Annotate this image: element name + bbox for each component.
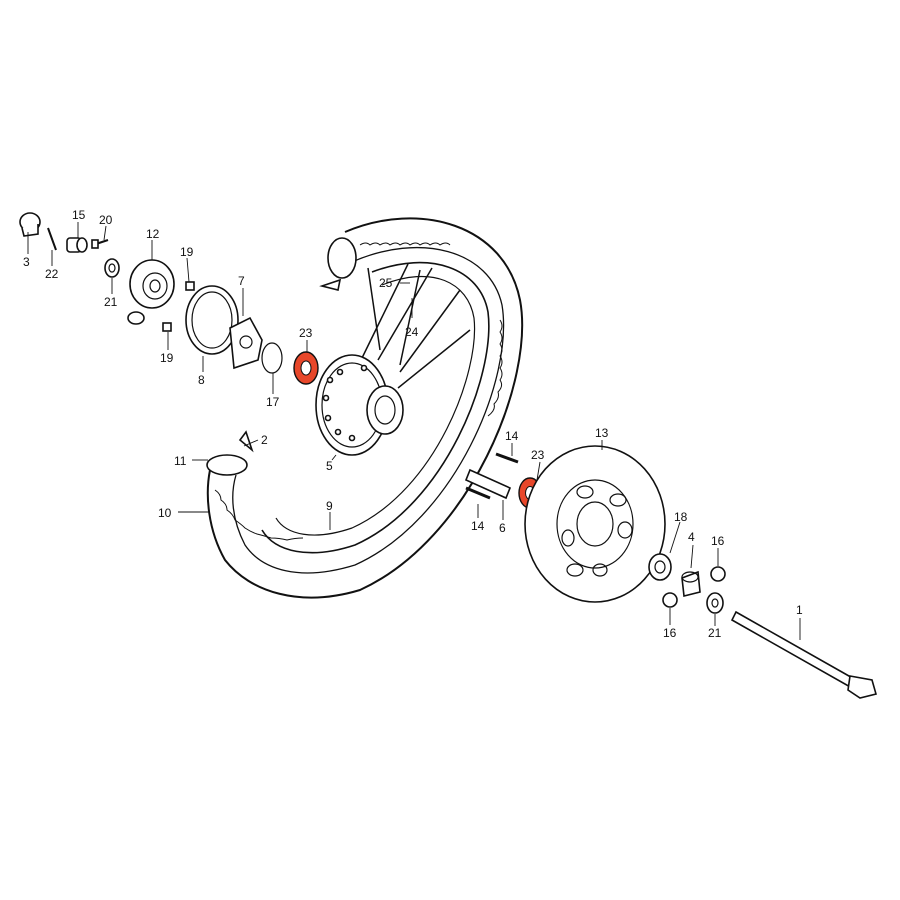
leader-lines [27, 222, 801, 640]
callout-18: 18 [674, 510, 688, 524]
callout-2: 2 [261, 433, 268, 447]
nut-upper-part [710, 566, 726, 582]
callout-5: 5 [326, 459, 333, 473]
callout-17: 17 [266, 395, 280, 409]
speedometer-gearbox [127, 259, 175, 325]
cotter-pin-part [47, 227, 57, 251]
callout-9: 9 [326, 499, 333, 513]
o-ring-part [261, 342, 283, 374]
rim-shape [261, 261, 490, 554]
callout-14-lower: 14 [471, 519, 485, 533]
dust-seal-part [648, 553, 672, 581]
callout-6: 6 [499, 521, 506, 535]
small-bolt-part [91, 239, 109, 249]
callout-4: 4 [688, 530, 695, 544]
callout-19-upper: 19 [180, 245, 194, 259]
retainer-ring-part [185, 285, 239, 355]
callout-11: 11 [174, 454, 187, 468]
cap-nut-part [19, 212, 41, 237]
callout-19-lower: 19 [160, 351, 174, 365]
callout-21-left: 21 [104, 295, 118, 309]
tire-shape [206, 217, 524, 599]
callout-10: 10 [158, 506, 172, 520]
callout-13: 13 [595, 426, 609, 440]
callout-23-left: 23 [299, 326, 313, 340]
callout-1: 1 [796, 603, 803, 617]
wheel-assembly [206, 217, 524, 599]
brake-disc-part [524, 445, 666, 603]
callout-21-right: 21 [708, 626, 722, 640]
screw-upper-part [185, 281, 195, 291]
callout-25: 25 [379, 276, 393, 290]
callout-20: 20 [99, 213, 113, 227]
screw-lower-part [162, 322, 172, 332]
callout-14-upper: 14 [505, 429, 519, 443]
callout-8: 8 [198, 373, 205, 387]
distance-collar-part [464, 468, 512, 500]
washer-right-part [706, 592, 724, 614]
nut-lower-part [662, 592, 678, 608]
stud-lower-part [465, 486, 491, 500]
callout-3: 3 [23, 255, 30, 269]
callout-16-upper: 16 [711, 534, 725, 548]
washer-part [104, 258, 120, 278]
callout-24: 24 [405, 325, 419, 339]
callout-22: 22 [45, 267, 59, 281]
axle-part [730, 610, 877, 699]
bearing-highlight-left [293, 351, 319, 385]
callout-labels: 1 2 3 4 5 6 7 8 9 10 11 12 13 14 14 15 1… [23, 208, 803, 640]
side-collar-part [681, 570, 701, 597]
callout-7: 7 [238, 274, 245, 288]
callout-12: 12 [146, 227, 160, 241]
callout-15: 15 [72, 208, 86, 222]
stud-upper-part [495, 452, 519, 464]
spokes [361, 263, 471, 389]
callout-23-right: 23 [531, 448, 545, 462]
axle-nut-part [66, 237, 88, 253]
gear-retainer-part [229, 316, 263, 370]
hub [315, 354, 404, 456]
callout-16-lower: 16 [663, 626, 677, 640]
